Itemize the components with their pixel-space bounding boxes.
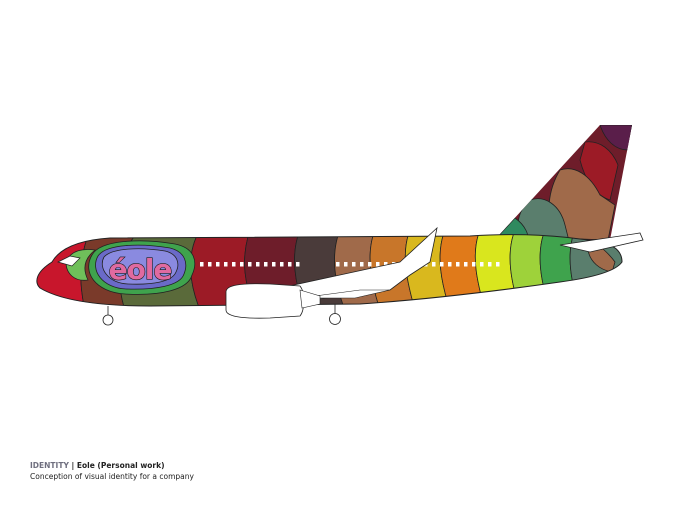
window <box>216 262 220 267</box>
fuselage-outline <box>36 234 623 307</box>
window <box>272 262 276 267</box>
window <box>464 262 468 267</box>
caption-title-line: IDENTITY | Eole (Personal work) <box>30 460 650 471</box>
window <box>384 262 388 267</box>
window <box>240 262 244 267</box>
window <box>256 262 260 267</box>
caption-title: Eole (Personal work) <box>76 461 165 470</box>
engine <box>225 283 305 319</box>
window <box>456 262 460 267</box>
caption-subtitle: Conception of visual identity for a comp… <box>30 472 194 481</box>
logo-text: éole <box>109 253 172 286</box>
window <box>440 262 444 267</box>
window <box>336 262 340 267</box>
horizontal-stabilizer <box>559 232 644 253</box>
window <box>264 262 268 267</box>
window <box>496 262 500 267</box>
caption-separator: | <box>71 461 75 470</box>
window <box>432 262 436 267</box>
window <box>200 262 204 267</box>
window <box>360 262 364 267</box>
window <box>368 262 372 267</box>
window <box>344 262 348 267</box>
window <box>232 262 236 267</box>
window <box>448 262 452 267</box>
window <box>296 262 300 267</box>
tail-fin <box>490 125 632 245</box>
caption: IDENTITY | Eole (Personal work) Concepti… <box>30 460 650 482</box>
nose-gear <box>102 306 114 326</box>
window <box>488 262 492 267</box>
window <box>376 262 380 267</box>
main-gear <box>329 304 341 325</box>
window <box>472 262 476 267</box>
cockpit-window-icon <box>57 255 81 267</box>
window <box>352 262 356 267</box>
window <box>224 262 228 267</box>
wing-flap <box>299 289 391 299</box>
window <box>208 262 212 267</box>
caption-category: IDENTITY <box>30 461 69 470</box>
window <box>280 262 284 267</box>
engine-pylon <box>299 289 321 309</box>
window <box>288 262 292 267</box>
window <box>480 262 484 267</box>
window <box>248 262 252 267</box>
